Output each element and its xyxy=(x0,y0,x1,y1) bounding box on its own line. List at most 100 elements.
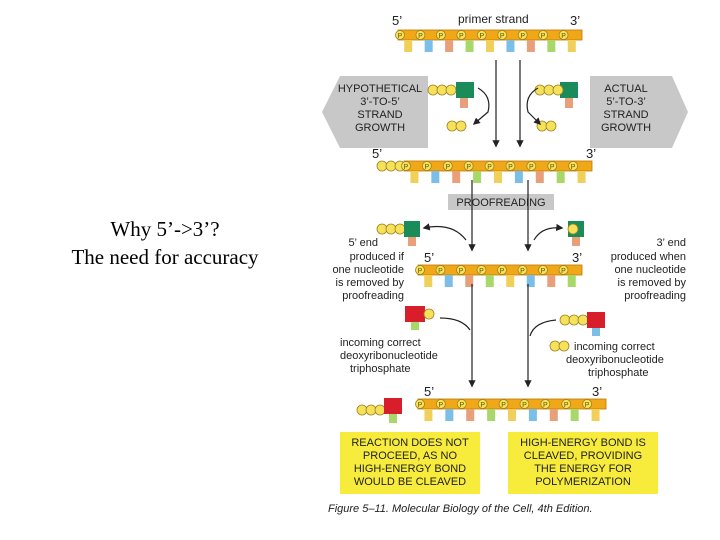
actual-line4: GROWTH xyxy=(601,122,651,134)
left-removal-arrow xyxy=(422,223,467,241)
hypothetical-incoming-nucleotide xyxy=(427,82,474,108)
nucleotide-base xyxy=(465,40,474,52)
phosphate-group xyxy=(415,30,426,40)
phosphate-group xyxy=(568,161,579,171)
left-result-line4: WOULD BE CLEAVED xyxy=(354,476,466,488)
incoming-left-line2: deoxyribonucleotide xyxy=(340,350,438,362)
phosphate-group xyxy=(401,161,411,171)
left-result-line3: HIGH-ENERGY BOND xyxy=(354,463,466,475)
nucleotide-base xyxy=(424,409,433,421)
nucleotide-base xyxy=(465,275,474,287)
phosphate-letter: P xyxy=(520,33,525,40)
nucleotide-base xyxy=(487,409,496,421)
primer-strand-label: primer strand xyxy=(458,12,529,26)
nucleotide-base xyxy=(485,275,494,287)
hypothetical-line4: GROWTH xyxy=(355,122,405,134)
left-note-line4: is removed by xyxy=(336,277,405,289)
actual-line3: STRAND xyxy=(603,109,648,121)
incoming-correct-left xyxy=(405,306,435,330)
row4-incoming-triphosphate xyxy=(356,398,402,423)
nucleotide-base xyxy=(404,40,413,52)
phosphate-group xyxy=(547,161,558,171)
phosphate-group xyxy=(517,265,528,275)
step3-right-curve xyxy=(529,319,557,337)
phosphate-group xyxy=(526,161,537,171)
incoming-label-left: incoming correct deoxyribonucleotide tri… xyxy=(340,337,438,375)
left-result-line1: REACTION DOES NOT xyxy=(351,437,469,449)
phosphate-group xyxy=(435,265,446,275)
phosphate-group xyxy=(421,161,432,171)
phosphate-letter: P xyxy=(439,402,444,409)
phosphate-group xyxy=(484,161,495,171)
phosphate-group xyxy=(558,265,569,275)
phosphate-letter: P xyxy=(564,402,569,409)
caption-line-1: Why 5’->3’? xyxy=(110,217,220,241)
right-note-line5: proofreading xyxy=(624,290,686,302)
nucleotide-base xyxy=(431,171,440,183)
slide-caption: Why 5’->3’? The need for accuracy xyxy=(20,215,310,271)
phosphate-letter: P xyxy=(418,33,423,40)
phosphate-letter: P xyxy=(445,164,450,171)
phosphate-letter: P xyxy=(561,33,566,40)
hypothetical-arrow-box: HYPOTHETICAL 3’-TO-5’ STRAND GROWTH xyxy=(322,76,428,148)
incoming-left-line3: triphosphate xyxy=(350,363,411,375)
phosphate-letter: P xyxy=(522,402,527,409)
phosphate-letter: P xyxy=(508,164,513,171)
phosphate-group xyxy=(395,30,405,40)
row1-3prime-label: 3’ xyxy=(570,13,580,28)
phosphate-letter: P xyxy=(487,164,492,171)
nucleotide-base xyxy=(486,40,494,52)
phosphate-group xyxy=(538,30,549,40)
phosphate-group xyxy=(415,399,425,409)
phosphate-letter: P xyxy=(459,402,464,409)
caption-line-2: The need for accuracy xyxy=(71,245,259,269)
nucleotide-base xyxy=(547,40,556,52)
actual-arrow-box: ACTUAL 5’-TO-3’ STRAND GROWTH xyxy=(590,76,688,148)
nucleotide-base xyxy=(424,275,433,287)
nucleotide-base xyxy=(506,275,515,287)
right-proofreading-note: 3’ end produced when one nucleotide is r… xyxy=(611,237,687,302)
row1-5prime-label: 5’ xyxy=(392,13,402,28)
incoming-right-line1: incoming correct xyxy=(574,341,655,353)
phosphate-letter: P xyxy=(418,268,423,275)
phosphate-letter: P xyxy=(398,33,403,40)
nucleotide-base xyxy=(549,409,558,421)
nucleotide-base xyxy=(535,171,544,183)
left-note-line5: proofreading xyxy=(342,290,404,302)
hypothetical-line2: 3’-TO-5’ xyxy=(360,96,400,108)
strand-backbone xyxy=(403,160,593,172)
hypothetical-curve-arrow xyxy=(472,87,490,125)
phosphate-letter: P xyxy=(439,33,444,40)
row2-5prime-phosphates xyxy=(376,160,406,172)
nucleotide-base xyxy=(556,171,565,183)
left-result-line2: PROCEED, AS NO xyxy=(363,450,458,462)
phosphate-letter: P xyxy=(438,268,443,275)
row3-5prime-label: 5’ xyxy=(424,250,434,265)
released-pyrophosphate-left xyxy=(446,120,467,132)
proofreading-label: PROOFREADING xyxy=(456,197,545,209)
phosphate-group xyxy=(558,30,569,40)
row4-5prime-label: 5’ xyxy=(424,384,434,399)
strand-backbone xyxy=(397,29,583,41)
nucleotide-base xyxy=(444,275,453,287)
right-result-line3: THE ENERGY FOR xyxy=(534,463,632,475)
phosphate-letter: P xyxy=(529,164,534,171)
phosphate-group xyxy=(442,161,453,171)
phosphate-group xyxy=(477,399,488,409)
right-result-box: HIGH-ENERGY BOND IS CLEAVED, PROVIDING T… xyxy=(508,432,658,494)
phosphate-group xyxy=(435,30,446,40)
actual-curve-arrow xyxy=(526,87,542,126)
phosphate-letter: P xyxy=(479,268,484,275)
left-note-line1: 5’ end xyxy=(348,237,378,249)
row2-5prime-label: 5’ xyxy=(372,146,382,161)
phosphate-letter: P xyxy=(404,164,409,171)
nucleotide-base xyxy=(494,171,502,183)
actual-line2: 5’-TO-3’ xyxy=(606,96,646,108)
right-removal-arrow xyxy=(533,223,564,241)
step3-left-curve xyxy=(439,317,471,331)
